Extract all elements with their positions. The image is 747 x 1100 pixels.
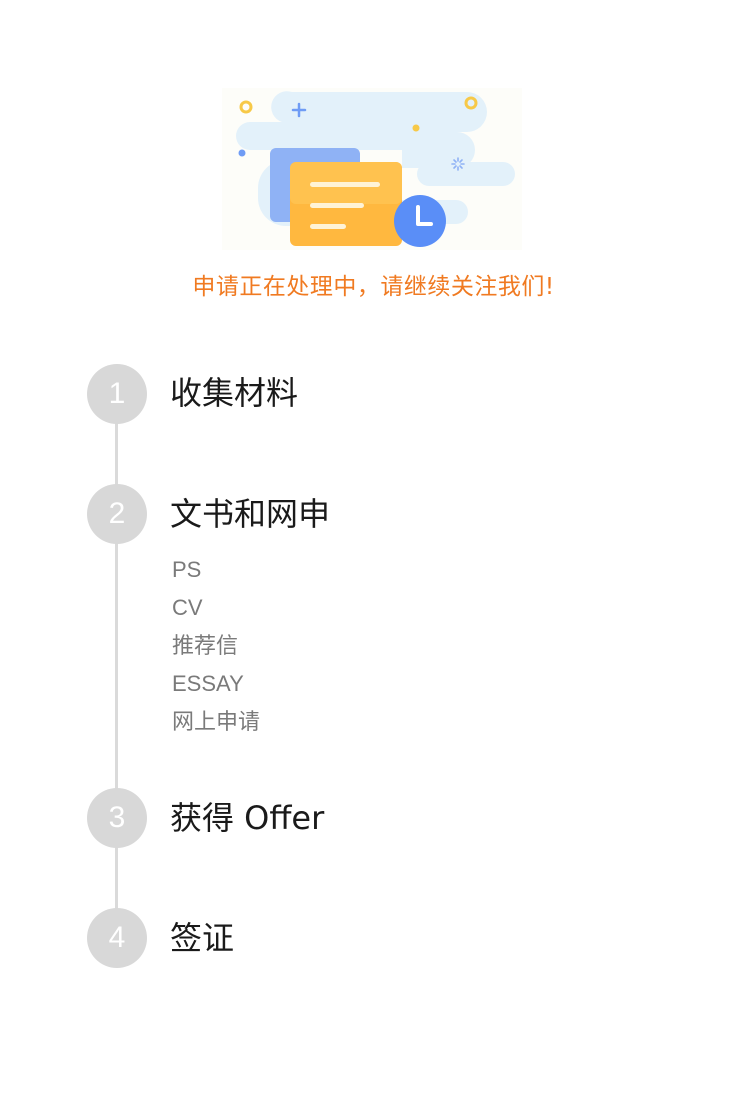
step-number-badge: 1 (87, 364, 147, 424)
document-clock-illustration (222, 88, 522, 250)
step-title-collect-materials: 收集材料 (170, 374, 299, 412)
step-title-documents-online-application: 文书和网申 (170, 495, 331, 533)
step-number-badge: 4 (87, 908, 147, 968)
sub-item-recommendation-letter: 推荐信 (172, 633, 239, 658)
step-2-sub-items: PS CV 推荐信 ESSAY 网上申请 (172, 553, 260, 743)
step-number-badge: 3 (87, 788, 147, 848)
sub-item-ps: PS (172, 557, 202, 582)
sub-item-essay: ESSAY (172, 671, 244, 696)
status-message: 申请正在处理中，请继续关注我们! (192, 274, 555, 300)
step-number-badge: 2 (87, 484, 147, 544)
sub-item-online-application: 网上申请 (172, 709, 261, 734)
timeline-connector (115, 394, 118, 940)
step-title-get-offer: 获得 Offer (170, 799, 325, 837)
sub-item-cv: CV (172, 595, 203, 620)
step-title-visa: 签证 (170, 919, 235, 957)
